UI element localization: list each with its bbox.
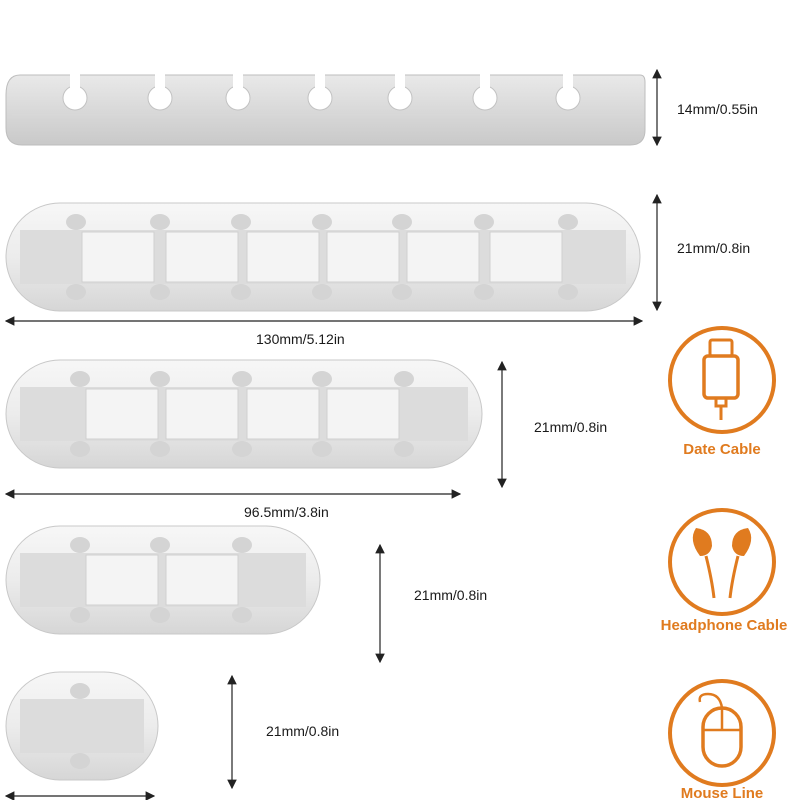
five-length-label: 96.5mm/3.8in — [244, 504, 329, 520]
side-view-clip — [5, 72, 646, 146]
usb-cable-label: Date Cable — [683, 441, 761, 458]
one-slot-clip — [5, 671, 159, 781]
headphone-cable-label: Headphone Cable — [660, 617, 788, 634]
seven-length-label: 130mm/5.12in — [256, 331, 345, 347]
one-height-label: 21mm/0.8in — [266, 723, 340, 739]
three-height-label: 21mm/0.8in — [414, 587, 488, 603]
five-slot-clip — [5, 359, 483, 469]
usb-cable-icon — [668, 326, 776, 434]
five-height-label: 21mm/0.8in — [534, 419, 608, 435]
seven-height-label: 21mm/0.8in — [677, 240, 751, 256]
top-height-label: 14mm/0.55in — [677, 101, 758, 117]
seven-slot-clip — [5, 202, 641, 312]
mouse-icon — [668, 679, 776, 787]
headphone-icon — [668, 508, 776, 616]
mouse-line-label: Mouse Line — [680, 785, 764, 802]
three-slot-clip — [5, 525, 321, 635]
